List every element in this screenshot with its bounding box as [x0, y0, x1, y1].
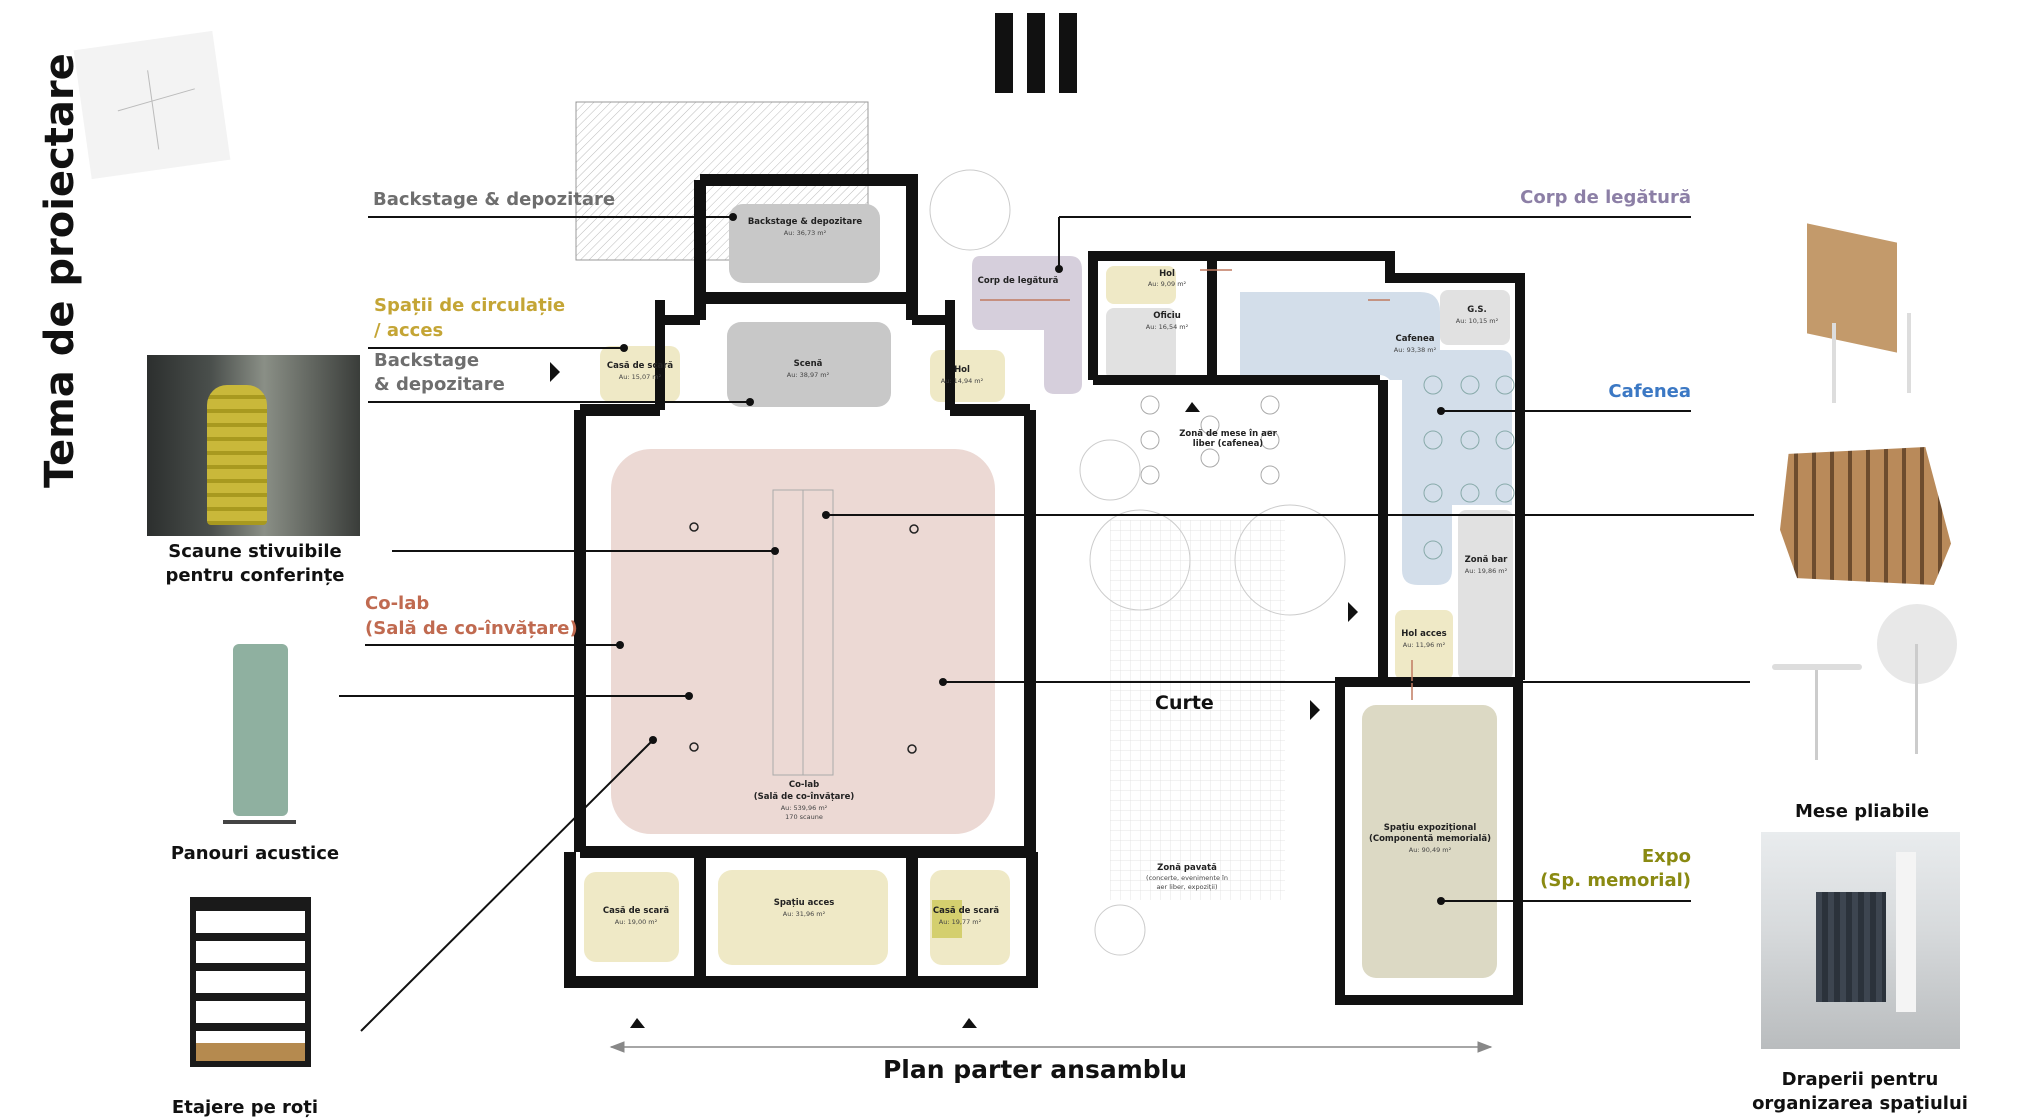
- leader-dots: [616, 213, 1445, 905]
- svg-text:170 scaune: 170 scaune: [785, 813, 823, 821]
- svg-text:Au: 31,96 m²: Au: 31,96 m²: [783, 910, 826, 918]
- callout-circulation-2: / acces: [374, 320, 444, 341]
- room-gs: G.S.: [1467, 305, 1487, 315]
- svg-text:(Componentă memorială): (Componentă memorială): [1369, 834, 1491, 844]
- svg-text:Au: 14,94 m²: Au: 14,94 m²: [941, 377, 984, 385]
- panels-caption: Panouri acustice: [170, 843, 340, 864]
- svg-text:Au: 19,77 m²: Au: 19,77 m²: [939, 918, 982, 926]
- svg-text:Au: 9,09 m²: Au: 9,09 m²: [1148, 280, 1187, 288]
- room-oficiu: Oficiu: [1153, 311, 1181, 321]
- callout-circulation-1: Spații de circulație: [374, 295, 566, 316]
- tables-caption: Mese pliabile: [1794, 801, 1930, 822]
- room-stair-br: Casă de scară: [933, 906, 1000, 916]
- callout-corp: Corp de legătură: [1520, 187, 1691, 208]
- callout-expo-1: Expo: [1641, 846, 1691, 867]
- svg-text:liber (cafenea): liber (cafenea): [1193, 439, 1264, 449]
- room-bar: Zonă bar: [1465, 555, 1509, 565]
- room-hol-2: Hol: [1159, 269, 1175, 279]
- room-labels: Backstage & depozitare Au: 36,73 m² Scen…: [603, 217, 1508, 926]
- leader-lines: [339, 216, 1754, 1032]
- hol1-zone: [930, 350, 1005, 402]
- folding-bistro-tables-photo: [1767, 604, 1958, 775]
- stacked-chairs-photo: [147, 355, 360, 536]
- svg-text:aer liber, expoziții): aer liber, expoziții): [1156, 883, 1217, 892]
- outdoor-tables: [1140, 395, 1280, 485]
- room-colab: Co-lab: [789, 780, 819, 790]
- paved-zone: [1110, 520, 1285, 900]
- svg-text:Au: 16,54 m²: Au: 16,54 m²: [1146, 323, 1189, 331]
- callout-backstage-top: Backstage & depozitare: [373, 189, 616, 210]
- svg-text:Au: 19,86 m²: Au: 19,86 m²: [1465, 567, 1508, 575]
- svg-text:Au: 19,00 m²: Au: 19,00 m²: [615, 918, 658, 926]
- hol2-zone: [1106, 266, 1176, 304]
- svg-text:Au: 93,38 m²: Au: 93,38 m²: [1394, 346, 1437, 354]
- svg-text:(Sală de co-învățare): (Sală de co-învățare): [754, 792, 855, 802]
- chairs-caption-2: pentru conferințe: [165, 565, 345, 586]
- curtains-caption-2: organizarea spațiului: [1752, 1093, 1968, 1114]
- expo-zone: [1362, 705, 1497, 978]
- svg-text:Au: 11,96 m²: Au: 11,96 m²: [1403, 641, 1446, 649]
- backstage-zone: [729, 204, 880, 283]
- room-hol-acces: Hol acces: [1401, 629, 1446, 639]
- cafe-tables: [1423, 375, 1515, 560]
- tree-icons: [929, 169, 1346, 956]
- room-stair-top: Casă de scară: [607, 361, 674, 371]
- room-hol: Hol: [954, 365, 970, 375]
- svg-text:(concerte, evenimente în: (concerte, evenimente în: [1146, 874, 1228, 882]
- callout-backstage-a: Backstage: [374, 350, 480, 371]
- cafe-zone: [1240, 292, 1512, 585]
- svg-text:Au: 15,07 m²: Au: 15,07 m²: [619, 373, 662, 381]
- dimension-line: [609, 1041, 1493, 1053]
- callout-colab-2: (Sală de co-învățare): [365, 618, 578, 639]
- room-outdoor: Zonă de mese în aer: [1179, 429, 1277, 439]
- room-paved: Zonă pavată: [1157, 863, 1217, 873]
- svg-text:Au: 539,96 m²: Au: 539,96 m²: [781, 804, 828, 812]
- plan-title: Plan parter ansamblu: [882, 1055, 1188, 1084]
- rolling-shelves-photo: [190, 897, 311, 1067]
- entrance-markers: [550, 362, 1358, 1028]
- bottom-block-walls: [564, 852, 1038, 988]
- svg-text:Au: 10,15 m²: Au: 10,15 m²: [1456, 317, 1499, 325]
- stair-br-zone: [930, 870, 1010, 965]
- top-block-walls: [694, 174, 918, 320]
- hol-acces-zone: [1395, 610, 1453, 680]
- svg-text:Au: 90,49 m²: Au: 90,49 m²: [1409, 846, 1452, 854]
- folding-table-photo: [1787, 223, 1958, 414]
- main-hall-walls: [574, 404, 1036, 858]
- room-scena: Scenă: [794, 359, 823, 369]
- curtains-caption-1: Draperii pentru: [1781, 1069, 1939, 1090]
- chairs-caption-1: Scaune stivuibile: [168, 541, 342, 562]
- callout-colab-1: Co-lab: [365, 593, 430, 614]
- oficiu-zone: [1106, 308, 1176, 380]
- acoustic-panel-photo: [223, 644, 296, 828]
- curtains-photo: [1761, 832, 1960, 1049]
- bar-zone: [1458, 510, 1513, 680]
- logo-icon: [995, 13, 1077, 93]
- callout-cafenea: Cafenea: [1608, 381, 1691, 402]
- nested-tables-photo: [1780, 447, 1951, 585]
- callout-expo-2: (Sp. memorial): [1540, 870, 1691, 891]
- cafe-walls: [1088, 251, 1525, 680]
- stair-bl-zone: [584, 872, 679, 962]
- room-stair-bl: Casă de scară: [603, 906, 670, 916]
- corp-zone: [972, 256, 1082, 394]
- scena-zone: [727, 322, 891, 407]
- svg-text:Au: 36,73 m²: Au: 36,73 m²: [784, 229, 827, 237]
- room-corp: Corp de legătură: [978, 276, 1059, 286]
- courtyard-label: Curte: [1155, 692, 1214, 714]
- room-cafenea: Cafenea: [1396, 334, 1435, 344]
- callout-backstage-b: & depozitare: [374, 374, 505, 395]
- room-expo: Spațiu expozițional: [1384, 823, 1477, 833]
- shelves-caption: Etajere pe roți: [171, 1097, 319, 1118]
- circulation-arrows: [980, 269, 1413, 700]
- room-backstage: Backstage & depozitare: [748, 217, 863, 227]
- acces-zone: [718, 870, 888, 965]
- gs-zone: [1440, 290, 1510, 345]
- room-acces: Spațiu acces: [774, 898, 835, 908]
- svg-text:Au: 38,97 m²: Au: 38,97 m²: [787, 371, 830, 379]
